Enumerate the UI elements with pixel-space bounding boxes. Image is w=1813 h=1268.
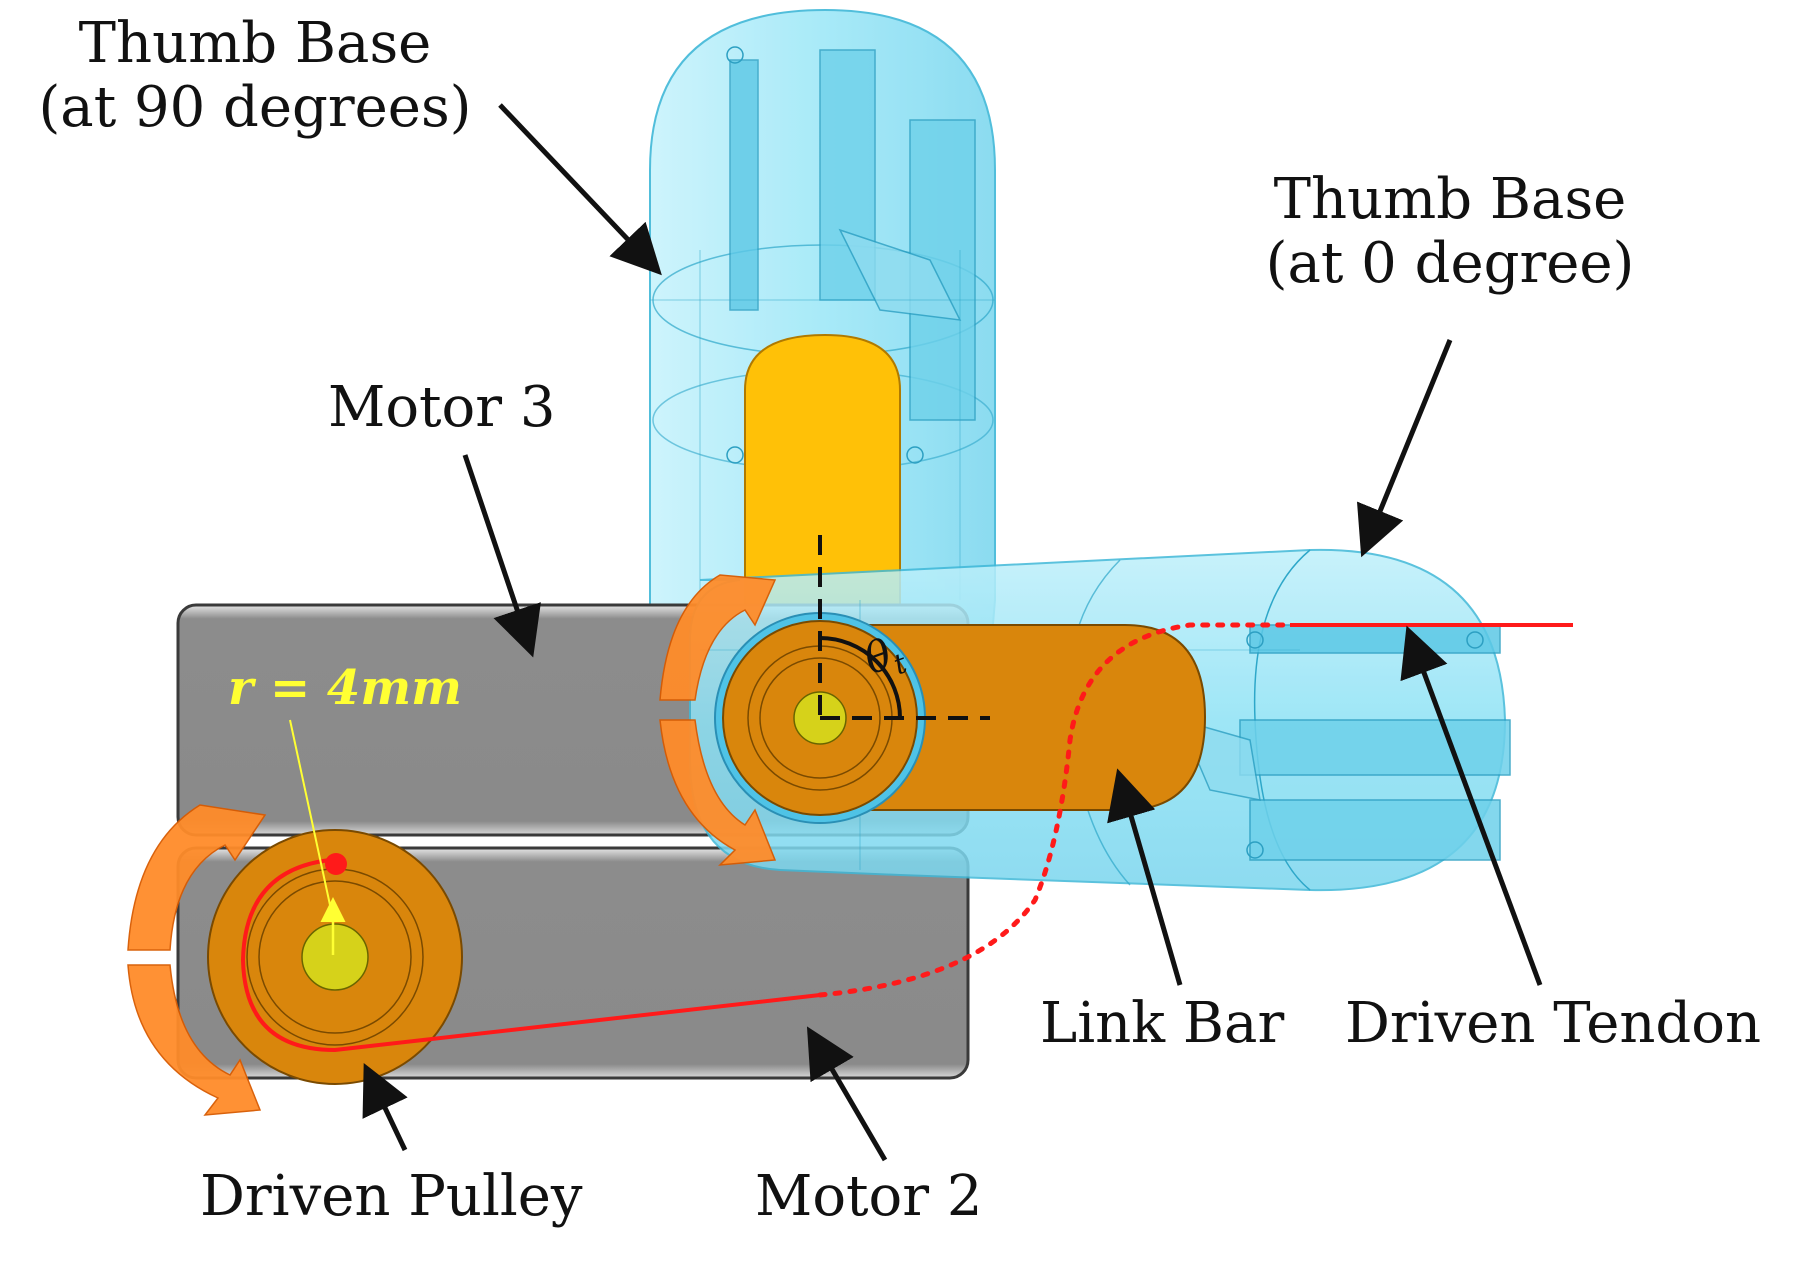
driven-pulley — [207, 829, 463, 1085]
driven-tendon — [240, 622, 1573, 1053]
label-link-bar: Link Bar — [1040, 991, 1285, 1056]
callout-arrow-link-bar — [1107, 768, 1183, 986]
rotation-arrows-pulley — [127, 804, 267, 1116]
callout-arrow-motor-3 — [462, 454, 541, 658]
callout-arrow-driven-tendon — [1400, 625, 1543, 986]
callout-arrow-thumb-base-90 — [498, 103, 662, 276]
label-thumb-base-90: Thumb Base (at 90 degrees) — [10, 11, 500, 141]
radius-leader-line — [289, 719, 331, 906]
rotation-arrows-motor-3 — [659, 574, 777, 866]
label-thumb-base-0: Thumb Base (at 0 degree) — [1240, 167, 1660, 297]
label-radius: r = 4mm — [228, 660, 462, 716]
label-motor-3: Motor 3 — [328, 375, 556, 440]
label-thumb-base-0-line2: (at 0 degree) — [1265, 231, 1635, 297]
label-thumb-base-0-line1: Thumb Base — [1273, 167, 1627, 232]
label-motor-2: Motor 2 — [755, 1164, 983, 1229]
angle-construction — [818, 535, 990, 720]
tendon-anchor-point — [325, 853, 347, 875]
label-thumb-base-90-line1: Thumb Base — [78, 11, 432, 76]
callout-arrow-driven-pulley — [362, 1062, 408, 1152]
label-driven-pulley: Driven Pulley — [200, 1164, 583, 1229]
callout-arrow-motor-2 — [806, 1026, 888, 1162]
label-thumb-base-90-line2: (at 90 degrees) — [38, 75, 472, 141]
callout-arrow-thumb-base-0 — [1356, 339, 1453, 558]
label-driven-tendon: Driven Tendon — [1345, 991, 1762, 1056]
